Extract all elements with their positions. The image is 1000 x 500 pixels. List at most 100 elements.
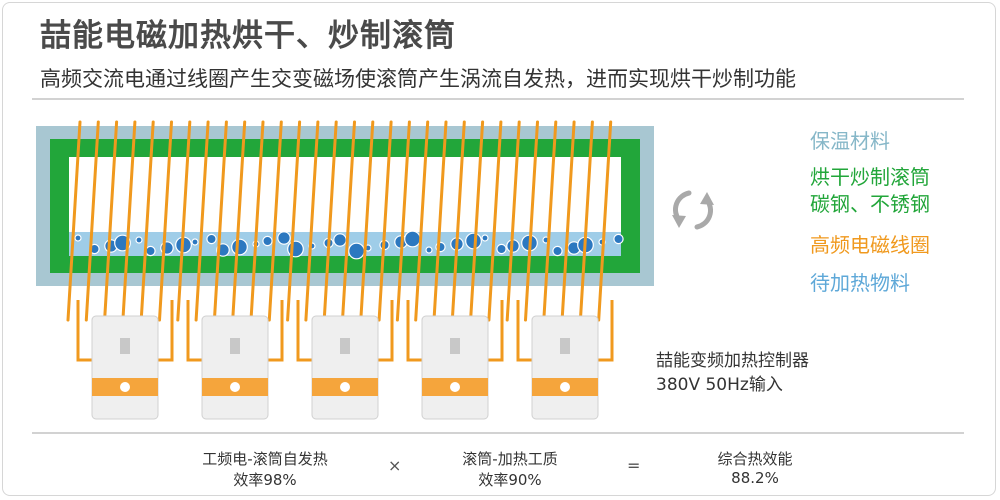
material-particle bbox=[481, 234, 489, 242]
controller-wire bbox=[516, 300, 532, 362]
efficiency-result: 综合热效能 88.2% bbox=[695, 448, 815, 487]
controller-body bbox=[531, 315, 599, 420]
efficiency-result-value: 88.2% bbox=[731, 469, 779, 487]
coil-wire bbox=[597, 120, 613, 322]
material-particle bbox=[74, 234, 82, 242]
efficiency-item1: 工频电-滚筒自发热 效率98% bbox=[185, 448, 345, 490]
bottom-divider bbox=[32, 432, 964, 434]
coil-wire bbox=[578, 120, 594, 322]
coil-wire bbox=[432, 120, 448, 322]
material-particle bbox=[191, 238, 199, 246]
legend-coil: 高频电磁线圈 bbox=[810, 233, 930, 257]
controller-wire bbox=[186, 300, 202, 362]
controller-body bbox=[311, 315, 379, 420]
controller-logo bbox=[120, 382, 130, 392]
coil-wire bbox=[395, 120, 411, 322]
material-particle bbox=[277, 231, 291, 245]
page-subtitle: 高频交流电通过线圈产生交变磁场使滚筒产生涡流自发热，进而实现烘干炒制功能 bbox=[40, 67, 796, 91]
controller-wire bbox=[406, 300, 422, 362]
page-title: 喆能电磁加热烘干、炒制滚筒 bbox=[40, 18, 456, 54]
controller-logo bbox=[340, 382, 350, 392]
controller-display bbox=[340, 338, 350, 354]
coil-wire bbox=[139, 120, 155, 322]
coil-wire bbox=[84, 120, 100, 322]
controller-units bbox=[76, 300, 614, 420]
material-particle bbox=[333, 233, 347, 247]
material-particle bbox=[231, 238, 248, 256]
material-particle bbox=[135, 236, 143, 244]
coil-wire bbox=[450, 120, 466, 322]
coil-wire bbox=[121, 120, 137, 322]
top-divider bbox=[32, 98, 964, 100]
controller-wire bbox=[488, 300, 504, 362]
efficiency-item2: 滚筒-加热工质 效率90% bbox=[440, 448, 580, 490]
coil-wire bbox=[341, 120, 356, 322]
material-particle bbox=[465, 232, 482, 250]
controller-body bbox=[421, 315, 489, 420]
coil-wire bbox=[176, 120, 192, 322]
material-particle bbox=[496, 243, 507, 255]
coil-wire bbox=[524, 120, 539, 322]
material-particle bbox=[425, 246, 433, 254]
legend-material: 待加热物料 bbox=[810, 271, 910, 295]
controller-display bbox=[450, 338, 460, 354]
controller-body bbox=[91, 315, 159, 420]
coil-wire bbox=[487, 120, 503, 322]
coil-wire bbox=[267, 120, 283, 322]
material-particle bbox=[552, 245, 563, 257]
equals-operator: = bbox=[627, 456, 641, 475]
efficiency-result-label: 综合热效能 bbox=[717, 450, 793, 468]
efficiency-item1-value: 效率98% bbox=[233, 471, 297, 489]
efficiency-item2-label: 滚筒-加热工质 bbox=[462, 450, 558, 468]
coil-wire bbox=[231, 120, 247, 322]
controller-wire bbox=[378, 300, 394, 362]
coil-wire bbox=[359, 120, 375, 322]
coil-wire bbox=[505, 120, 521, 322]
material-particle bbox=[348, 242, 365, 260]
efficiency-item2-value: 效率90% bbox=[478, 471, 542, 489]
efficiency-item1-label: 工频电-滚筒自发热 bbox=[202, 450, 328, 468]
controller-wire bbox=[296, 300, 312, 362]
material-particle bbox=[613, 233, 624, 245]
coil-wire bbox=[212, 120, 228, 322]
controller-wire bbox=[598, 300, 614, 362]
coil-wire bbox=[66, 120, 82, 322]
controller-wire bbox=[76, 300, 92, 362]
controller-display bbox=[560, 338, 570, 354]
material-particle bbox=[287, 240, 304, 258]
controller-wire bbox=[268, 300, 284, 362]
material-particle bbox=[404, 230, 421, 248]
coil-wire bbox=[469, 120, 485, 322]
material-particle bbox=[262, 235, 273, 247]
legend-drum-material: 碳钢、不锈钢 bbox=[810, 192, 930, 216]
coil-wire bbox=[560, 120, 576, 322]
controller-logo bbox=[560, 382, 570, 392]
coil-wire bbox=[414, 120, 430, 322]
coil-wire bbox=[322, 120, 338, 322]
controller-display bbox=[230, 338, 240, 354]
material-particle bbox=[145, 245, 156, 257]
controller-logo bbox=[230, 382, 240, 392]
legend-drum-name: 烘干炒制滚筒 bbox=[810, 165, 930, 189]
coil-wire bbox=[286, 120, 302, 322]
controller-logo bbox=[450, 382, 460, 392]
coil-wire bbox=[377, 120, 393, 322]
multiply-operator: × bbox=[388, 456, 402, 475]
coil-wires bbox=[66, 120, 613, 322]
coil-wire bbox=[542, 120, 558, 322]
controller-body bbox=[201, 315, 269, 420]
coil-wire bbox=[158, 120, 173, 322]
material-particle bbox=[206, 233, 217, 245]
controller-spec: 380V 50Hz输入 bbox=[656, 375, 783, 395]
controller-display bbox=[120, 338, 130, 354]
controller-name: 喆能变频加热控制器 bbox=[656, 351, 809, 371]
legend-insulation: 保温材料 bbox=[810, 129, 890, 153]
coil-wire bbox=[194, 120, 210, 322]
coil-wire bbox=[103, 120, 119, 322]
rotation-icon bbox=[672, 190, 714, 230]
coil-wire bbox=[304, 120, 320, 322]
coil-wire bbox=[249, 120, 265, 322]
controller-wire bbox=[158, 300, 174, 362]
